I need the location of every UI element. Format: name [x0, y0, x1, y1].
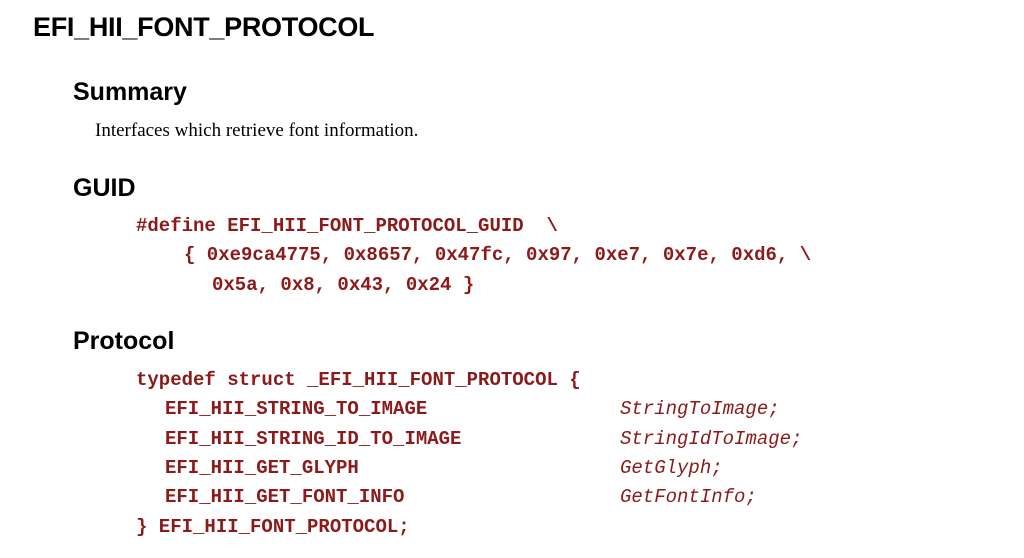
member-name-string-id-to-image: StringIdToImage; [620, 428, 803, 450]
member-name-get-font-info: GetFontInfo; [620, 486, 757, 508]
guid-heading: GUID [73, 174, 136, 202]
page-title: EFI_HII_FONT_PROTOCOL [33, 12, 375, 42]
protocol-heading: Protocol [73, 327, 175, 355]
struct-close-line: } EFI_HII_FONT_PROTOCOL; [136, 516, 410, 538]
member-name-get-glyph: GetGlyph; [620, 457, 723, 479]
summary-text: Interfaces which retrieve font informati… [95, 120, 419, 141]
guid-values-line-1: { 0xe9ca4775, 0x8657, 0x47fc, 0x97, 0xe7… [184, 244, 812, 266]
struct-open-line: typedef struct _EFI_HII_FONT_PROTOCOL { [136, 369, 581, 391]
member-type-string-id-to-image: EFI_HII_STRING_ID_TO_IMAGE [165, 428, 462, 450]
guid-values-line-2: 0x5a, 0x8, 0x43, 0x24 } [212, 274, 475, 296]
member-type-get-font-info: EFI_HII_GET_FONT_INFO [165, 486, 405, 508]
guid-define-line: #define EFI_HII_FONT_PROTOCOL_GUID \ [136, 215, 558, 237]
member-name-string-to-image: StringToImage; [620, 398, 780, 420]
summary-heading: Summary [73, 78, 187, 106]
member-type-string-to-image: EFI_HII_STRING_TO_IMAGE [165, 398, 428, 420]
member-type-get-glyph: EFI_HII_GET_GLYPH [165, 457, 359, 479]
